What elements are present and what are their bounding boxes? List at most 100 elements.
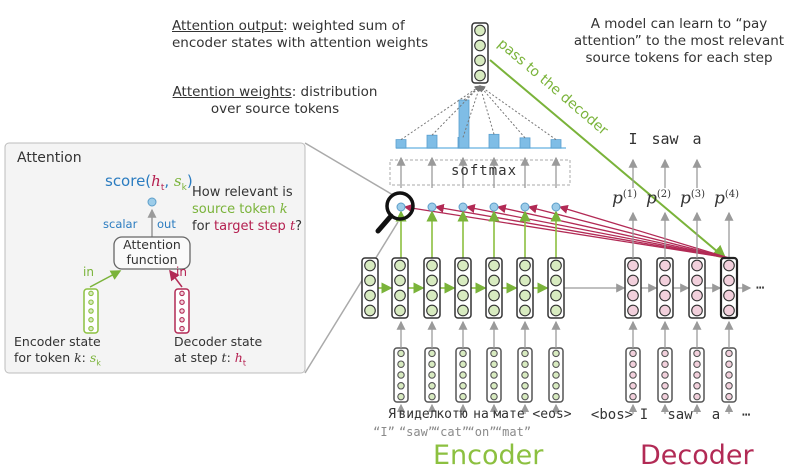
vector-cell [627, 289, 639, 302]
vector-cell [627, 274, 639, 287]
vector-frame [391, 257, 409, 319]
vector-cell [519, 304, 531, 317]
decoder-output-token: I [628, 130, 638, 148]
score-comma: , [164, 172, 174, 190]
decoder-output-token: saw [651, 130, 679, 148]
attention-weights-line2: over source tokens [210, 101, 340, 117]
vector-cell [725, 349, 733, 358]
vector-cell [629, 382, 637, 390]
vector-cell [693, 349, 701, 358]
encoder-hidden-state [391, 257, 409, 319]
score-fn: score( [105, 172, 152, 190]
vector-cell [519, 259, 531, 272]
vector-cell [457, 289, 469, 302]
vector-cell [627, 304, 639, 317]
encoder-embedding [393, 347, 409, 403]
encoder-embedding [517, 347, 533, 403]
question-k: k [279, 202, 288, 217]
vector-cell [521, 371, 529, 379]
score-node [489, 202, 499, 212]
encoder-hidden-state [485, 257, 503, 319]
vector-cell [629, 371, 637, 379]
encoder-embedding [424, 347, 440, 403]
decoder-output-token: a [692, 130, 702, 148]
vector-frame [547, 257, 565, 319]
softmax-box [389, 159, 571, 186]
dec-state-sub: t [242, 358, 246, 368]
vector-cell [725, 371, 733, 379]
vector-cell [691, 259, 703, 272]
probability-index: (1) [622, 189, 638, 200]
relevance-question: How relevant is source token k for targe… [192, 184, 302, 235]
vector-cell [426, 289, 438, 302]
decoder-to-score-arrow [496, 204, 730, 259]
dec-state-line1: Decoder state [174, 334, 263, 349]
attention-weights-caption: Attention weights: distribution over sou… [170, 84, 380, 118]
score-node [396, 202, 406, 212]
vector-cell [179, 308, 185, 314]
attention-output-rest: : weighted sum of [283, 18, 405, 34]
score-node [427, 202, 437, 212]
dec-state-h: h [234, 350, 243, 365]
vector-cell [179, 325, 185, 332]
vector-cell [490, 349, 498, 358]
vector-frame [516, 257, 534, 319]
model-note-line3: source tokens for each step [585, 50, 773, 66]
model-note: A model can learn to “pay attention” to … [566, 16, 792, 67]
decoder-label: Decoder [640, 440, 754, 471]
vector-cell [394, 274, 406, 287]
score-node [520, 202, 530, 212]
in-arrow-encoder [89, 270, 122, 288]
vector-cell [394, 289, 406, 302]
model-note-line2: attention” to the most relevant [573, 33, 785, 49]
vector-cell [661, 349, 669, 358]
vector-cell [88, 308, 94, 314]
vector-cell [661, 371, 669, 379]
vector-cell [521, 360, 529, 368]
vector-cell [457, 259, 469, 272]
dec-state-at: at step [174, 350, 222, 365]
vector-cell [364, 289, 376, 302]
source-translation: “mat” [494, 425, 532, 439]
vector-cell [459, 360, 467, 368]
attention-function-label-1: Attention [123, 237, 181, 252]
attention-weight-bar [519, 137, 531, 149]
attention-output-cells [471, 22, 489, 84]
decoder-to-score-arrow [465, 204, 730, 259]
score-node [551, 202, 561, 212]
encoder-state-vector [83, 288, 99, 334]
vector-cell [428, 349, 436, 358]
vector-cell [490, 382, 498, 390]
encoder-label: Encoder [433, 440, 544, 471]
vector-cell [179, 317, 185, 323]
vector-cell [474, 39, 486, 52]
vector-cell [521, 392, 529, 401]
vector-cell [490, 371, 498, 379]
vector-cell [550, 259, 562, 272]
vector-cell [488, 259, 500, 272]
vector-cell [691, 304, 703, 317]
decoder-state-vector-body [174, 288, 190, 334]
vector-cell [428, 360, 436, 368]
vector-cell [179, 299, 185, 305]
vector-cell [519, 274, 531, 287]
vector-cell [661, 360, 669, 368]
vector-cell [459, 392, 467, 401]
vector-cell [629, 349, 637, 358]
source-translation: “saw” [398, 425, 436, 439]
vector-cell [457, 274, 469, 287]
vector-cell [627, 259, 639, 272]
out-label: out [157, 217, 176, 231]
softmax-label: softmax [451, 163, 518, 179]
attention-function-label: Attention function [114, 237, 190, 267]
decoder-hidden-state [624, 257, 642, 319]
attention-panel-title: Attention [17, 150, 82, 166]
encoder-embedding [455, 347, 471, 403]
probability-symbol: p [714, 188, 725, 209]
decoder-input-token: saw [667, 407, 693, 423]
vector-cell [521, 382, 529, 390]
weighted-sum-line [478, 85, 495, 135]
decoder-ellipsis: ⋯ [756, 280, 765, 296]
decoder-input-token: <bos> [590, 407, 634, 423]
score-function-label: score(ht, sk) [105, 173, 193, 197]
